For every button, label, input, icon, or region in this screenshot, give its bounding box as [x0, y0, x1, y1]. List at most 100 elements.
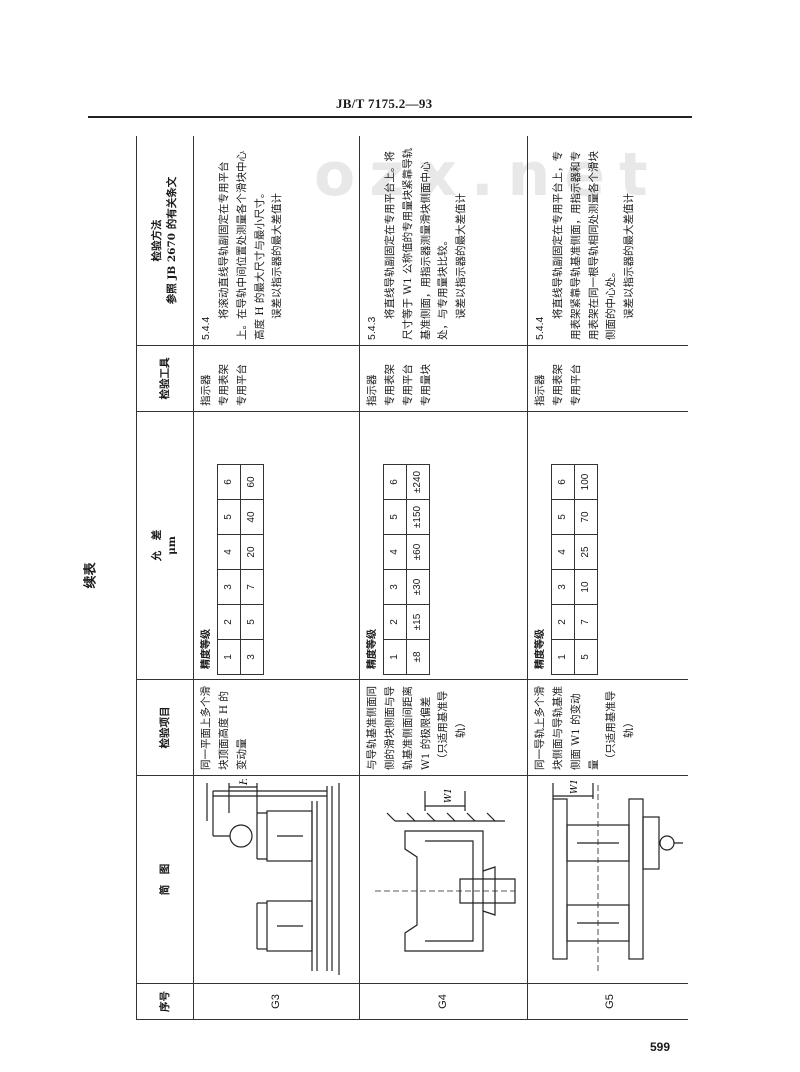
- clause-number: 5.4.4: [534, 316, 546, 340]
- value-cell: ±60: [406, 534, 430, 570]
- table-row: G5: [527, 136, 688, 1020]
- header-tool: 检验工具: [136, 345, 194, 412]
- header-diagram: 简 图: [136, 775, 194, 984]
- value-cell: 100: [574, 464, 598, 500]
- grade-cell: 4: [551, 534, 575, 570]
- value-cell: 5: [240, 604, 264, 640]
- grade-cell: 6: [383, 464, 407, 500]
- table-header-row: 序号 简 图 检验项目 允 差 μm 检验工具 检验方法 参照 JB 2670 …: [136, 136, 194, 1020]
- value-cell: 10: [574, 569, 598, 605]
- diagram-cell: H: [193, 775, 360, 984]
- tool-cell: 指示器 专用表架 专用平台: [527, 345, 688, 412]
- tool-item: 专用平台: [235, 364, 248, 406]
- tool-item: 专用表架: [217, 364, 230, 406]
- header-seq: 序号: [136, 983, 194, 1020]
- grade-cell: 6: [217, 464, 241, 500]
- item-text: 同一导轨上多个滑块侧面与导轨基准侧面 W1 的变动量: [534, 686, 600, 770]
- diagram-cell: W1: [359, 775, 528, 984]
- tool-item: 指示器: [534, 374, 546, 407]
- grade-cell: 5: [217, 499, 241, 535]
- value-row: ±8 ±15 ±30 ±60 ±150 ±240: [406, 464, 430, 675]
- clause-number: 5.4.4: [200, 316, 212, 340]
- grade-label: 精度等级: [535, 629, 546, 669]
- value-cell: ±30: [406, 569, 430, 605]
- diagram-label-w1: W1: [570, 779, 580, 794]
- value-cell: 7: [240, 569, 264, 605]
- row-item: 同一平面上多个滑块顶面高度 H 的变动量: [193, 679, 360, 776]
- value-cell: 70: [574, 499, 598, 535]
- grade-cell: 2: [551, 604, 575, 640]
- value-cell: 60: [240, 464, 264, 500]
- page-number: 599: [650, 1040, 671, 1054]
- tool-item: 专用平台: [401, 364, 414, 406]
- method-cell: 5.4.3 将直线导轨副固定在专用平台上。将尺寸等于 W1 公称值的专用量块紧靠…: [359, 136, 528, 346]
- item-note: （只适用基准导轨）: [437, 690, 468, 765]
- value-cell: ±8: [406, 639, 430, 675]
- grade-cell: 5: [383, 499, 407, 535]
- value-row: 5 7 10 25 70 100: [574, 464, 598, 675]
- tolerance-cell: 精度等级 1 2 3 4 5 6 5 7 10 25 70: [527, 411, 688, 680]
- tolerance-cell: 精度等级 1 2 3 4 5 6 3 5 7 20 40 6: [193, 411, 360, 680]
- standard-number-header: JB/T 7175.2—93: [336, 96, 433, 111]
- tool-item: 指示器: [200, 374, 212, 407]
- grade-label: 精度等级: [367, 629, 378, 669]
- value-cell: 3: [240, 639, 264, 675]
- grade-label: 精度等级: [201, 629, 212, 669]
- diagram-cell: W1: [527, 775, 688, 984]
- grade-row: 1 2 3 4 5 6: [551, 464, 575, 675]
- grade-row: 1 2 3 4 5 6: [383, 464, 407, 675]
- method-note: 误差以指示器的最大差值计: [271, 193, 284, 319]
- grade-cell: 3: [383, 569, 407, 605]
- method-text: 将直线导轨副固定在专用平台上。将尺寸等于 W1 公称值的专用量块紧靠导轨基准侧面…: [383, 147, 450, 340]
- tool-cell: 指示器 专用表架 专用平台 专用量块: [359, 345, 528, 412]
- value-cell: 7: [574, 604, 598, 640]
- grade-cell: 2: [383, 604, 407, 640]
- value-cell: 25: [574, 534, 598, 570]
- grade-table: 1 2 3 4 5 6 ±8 ±15 ±30 ±60 ±150 ±240: [383, 464, 430, 675]
- diagram-label-h: H: [239, 779, 250, 786]
- grade-cell: 2: [217, 604, 241, 640]
- grade-cell: 4: [383, 534, 407, 570]
- tool-item: 专用平台: [569, 364, 582, 406]
- value-cell: 40: [240, 499, 264, 535]
- grade-cell: 5: [551, 499, 575, 535]
- diagram-g5: W1: [551, 779, 683, 971]
- table-row: G3: [193, 136, 360, 1020]
- item-note: （只适用基准导轨）: [605, 690, 636, 765]
- table-row: G4: [359, 136, 528, 1020]
- clause-number: 5.4.3: [366, 316, 378, 340]
- row-item: 与导轨基准侧面同侧的滑块侧面与导轨基准侧面间距离 W1 的极限偏差 （只适用基准…: [359, 679, 528, 776]
- grade-cell: 1: [217, 639, 241, 675]
- method-cell: 5.4.4 将滚动直线导轨副固定在专用平台上。在导轨中间位置处测量各个滑块中心高…: [193, 136, 360, 346]
- tolerance-cell: 精度等级 1 2 3 4 5 6 ±8 ±15 ±30 ±60 ±150: [359, 411, 528, 680]
- grade-cell: 6: [551, 464, 575, 500]
- grade-cell: 1: [383, 639, 407, 675]
- diagram-label-w1: W1: [444, 788, 454, 803]
- value-cell: ±240: [406, 464, 430, 500]
- header-method-title: 检验方法: [151, 219, 164, 262]
- rotated-table-wrapper: 序号 简 图 检验项目 允 差 μm 检验工具 检验方法 参照 JB 2670 …: [136, 136, 688, 1020]
- grade-table: 1 2 3 4 5 6 3 5 7 20 40 60: [217, 464, 264, 675]
- diagram-g3: H: [205, 779, 340, 975]
- method-note: 误差以指示器的最大差值计: [623, 193, 636, 319]
- grade-cell: 4: [217, 534, 241, 570]
- row-seq: G3: [193, 983, 360, 1020]
- tool-item: 专用量块: [419, 364, 432, 406]
- row-item: 同一导轨上多个滑块侧面与导轨基准侧面 W1 的变动量 （只适用基准导轨）: [527, 679, 688, 776]
- inspection-table-frame: 序号 简 图 检验项目 允 差 μm 检验工具 检验方法 参照 JB 2670 …: [136, 136, 688, 1020]
- value-cell: ±15: [406, 604, 430, 640]
- method-note: 误差以指示器的最大差值计: [455, 193, 468, 319]
- tool-item: 指示器: [366, 374, 378, 407]
- row-seq: G4: [359, 983, 528, 1020]
- value-cell: 20: [240, 534, 264, 570]
- grade-table: 1 2 3 4 5 6 5 7 10 25 70 100: [551, 464, 598, 675]
- method-cell: 5.4.4 将直线导轨副固定在专用平台上，专用表架紧靠导轨基准侧面，用指示器和专…: [527, 136, 688, 346]
- header-tolerance-title: 允 差: [151, 529, 164, 562]
- item-text: 与导轨基准侧面同侧的滑块侧面与导轨基准侧面间距离 W1 的极限偏差: [366, 686, 432, 770]
- diagram-g4: W1: [374, 788, 516, 952]
- value-cell: ±150: [406, 499, 430, 535]
- header-tolerance: 允 差 μm: [136, 411, 194, 680]
- row-seq: G5: [527, 983, 688, 1020]
- header-method-reference: 参照 JB 2670 的有关条文: [166, 176, 178, 305]
- grade-cell: 1: [551, 639, 575, 675]
